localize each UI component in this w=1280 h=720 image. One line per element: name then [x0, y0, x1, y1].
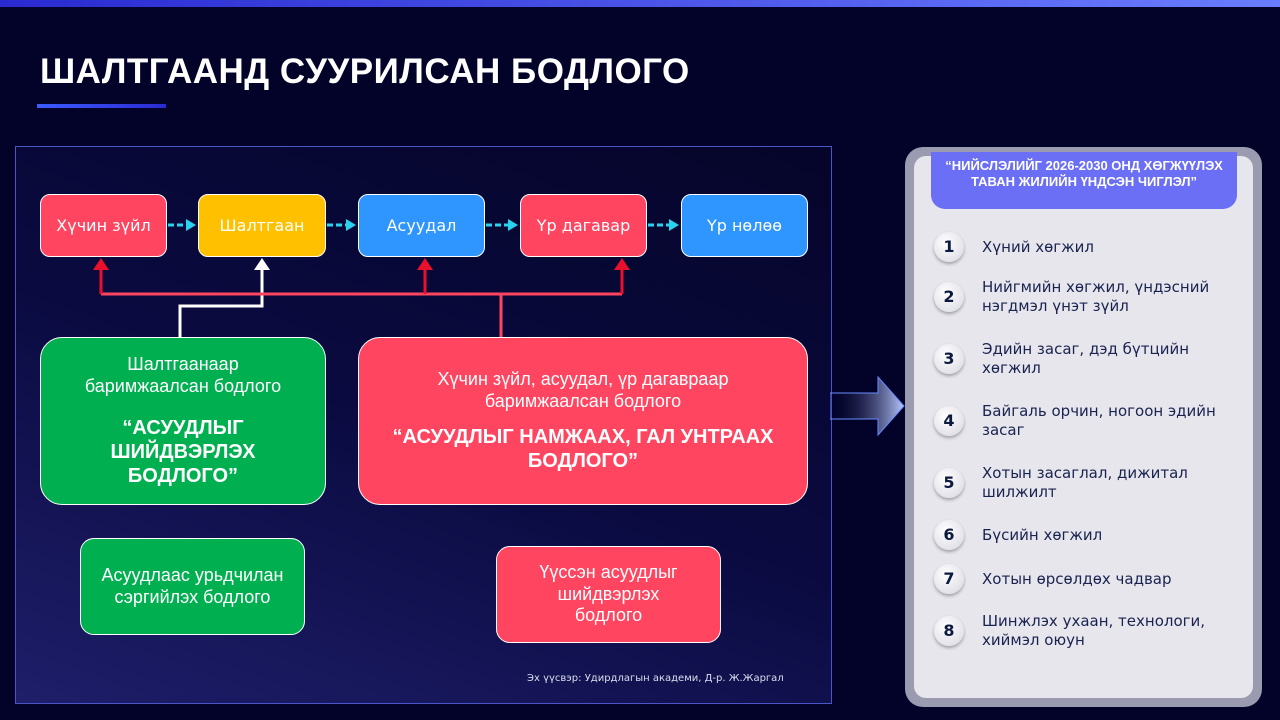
- item-label: Хотын засаглал, дижитал шилжилт: [982, 464, 1188, 501]
- source-note: Эх үүсвэр: Удирдлагын академи, Д-р. Ж.Жа…: [527, 673, 784, 684]
- item-number: 8: [934, 615, 964, 646]
- item-number: 3: [934, 343, 964, 374]
- list-item: 8 Шинжлэх ухаан, технологи, хиймэл оюун: [934, 612, 1214, 650]
- item-number: 7: [934, 564, 964, 594]
- cause-policy-box: Шалтгаанаар баримжаалсан бодлого “АСУУДЛ…: [40, 337, 326, 505]
- list-item: 7 Хотын өрсөлдөх чадвар: [934, 564, 1172, 594]
- flow-cause: Шалтгаан: [198, 194, 326, 257]
- cause-policy-text: Шалтгаанаар баримжаалсан бодлого: [84, 354, 282, 396]
- item-label: Шинжлэх ухаан, технологи, хиймэл оюун: [982, 612, 1206, 649]
- top-accent-bar: [0, 0, 1280, 7]
- item-number: 1: [934, 232, 964, 262]
- item-number: 2: [934, 281, 964, 312]
- list-item: 3 Эдийн засаг, дэд бүтцийн хөгжил: [934, 340, 1224, 378]
- symptom-policy-box: Хүчин зүйл, асуудал, үр дагавраар баримж…: [358, 337, 808, 505]
- prevention-policy-box: Асуудлаас урьдчилан сэргийлэх бодлого: [80, 538, 305, 635]
- item-number: 6: [934, 520, 964, 550]
- resolution-policy-box: Үүссэн асуудлыг шийдвэрлэх бодлого: [496, 546, 721, 643]
- symptom-policy-text: Хүчин зүйл, асуудал, үр дагавраар баримж…: [437, 369, 729, 411]
- item-number: 4: [934, 405, 964, 436]
- title-underline: [37, 104, 166, 108]
- list-item: 5 Хотын засаглал, дижитал шилжилт: [934, 464, 1224, 502]
- flow-impact: Үр нөлөө: [681, 194, 808, 257]
- flow-problem: Асуудал: [358, 194, 485, 257]
- item-label: Байгаль орчин, ногоон эдийн засаг: [982, 402, 1216, 439]
- page-title: ШАЛТГААНД СУУРИЛСАН БОДЛОГО: [40, 52, 690, 91]
- item-label: Бүсийн хөгжил: [982, 525, 1103, 544]
- list-item: 2 Нийгмийн хөгжил, үндэсний нэгдмэл үнэт …: [934, 278, 1254, 316]
- item-label: Хүний хөгжил: [982, 237, 1095, 256]
- cause-policy-title: “АСУУДЛЫГ ШИЙДВЭРЛЭХ БОДЛОГО”: [110, 416, 256, 487]
- item-label: Нийгмийн хөгжил, үндэсний нэгдмэл үнэт з…: [982, 278, 1210, 315]
- right-arrow-icon: [830, 375, 905, 437]
- symptom-policy-title: “АСУУДЛЫГ НАМЖААХ, ГАЛ УНТРААХ БОДЛОГО”: [392, 425, 774, 472]
- list-item: 4 Байгаль орчин, ногоон эдийн засаг: [934, 402, 1259, 440]
- connector-lines: [93, 219, 679, 337]
- item-number: 5: [934, 467, 964, 498]
- flow-factor: Хүчин зүйл: [40, 194, 167, 257]
- flow-consequence: Үр дагавар: [520, 194, 647, 257]
- list-item: 6 Бүсийн хөгжил: [934, 520, 1102, 550]
- item-label: Хотын өрсөлдөх чадвар: [982, 569, 1172, 588]
- directions-panel: “НИЙСЛЭЛИЙГ 2026-2030 ОНД ХӨГЖҮҮЛЭХ ТАВА…: [905, 147, 1262, 707]
- directions-header: “НИЙСЛЭЛИЙГ 2026-2030 ОНД ХӨГЖҮҮЛЭХ ТАВА…: [931, 152, 1237, 209]
- item-label: Эдийн засаг, дэд бүтцийн хөгжил: [982, 340, 1190, 377]
- list-item: 1 Хүний хөгжил: [934, 232, 1094, 262]
